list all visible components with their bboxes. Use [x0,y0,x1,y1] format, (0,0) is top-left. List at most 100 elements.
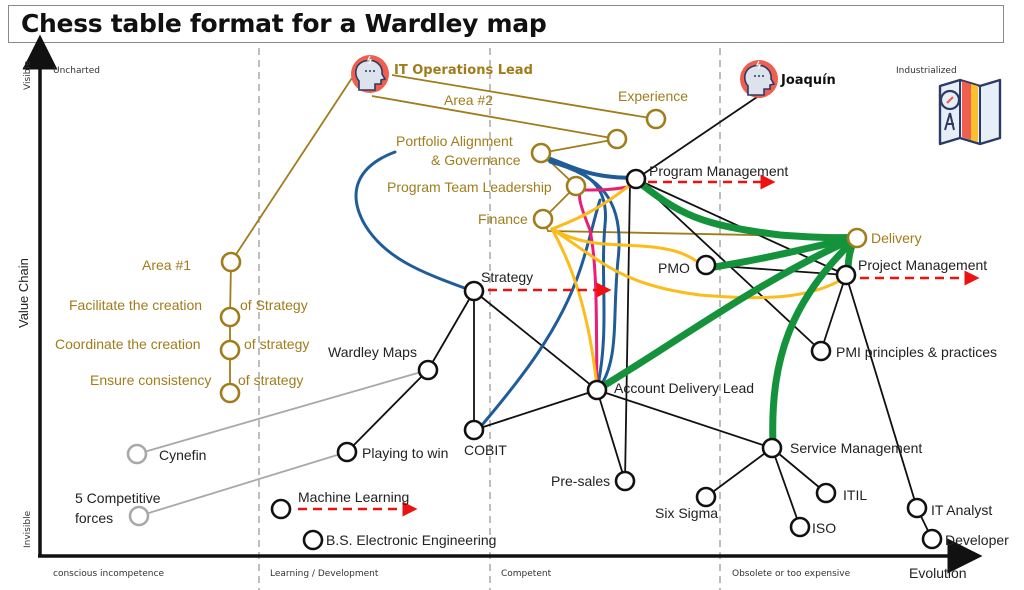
label-itanalyst: IT Analyst [931,502,992,518]
node-portfolio[interactable] [530,142,552,164]
link-joaquin-progmgmt [635,94,761,180]
node-sixsigma[interactable] [695,486,717,508]
persona-it-ops-lead[interactable]: IT Operations Lead [351,55,533,93]
label-coordinate-2: of strategy [244,336,309,352]
link-projmgmt-itanalyst [845,274,918,509]
node-delivery[interactable] [846,227,868,249]
stage-uncharted: Uncharted [53,66,100,76]
flow-yellow-finance-progmgmt [550,178,638,231]
link-area2-portfolio [540,138,618,154]
label-bsee: B.S. Electronic Engineering [326,532,496,548]
link-ptw-fiveforces [138,451,348,517]
node-progmgmt[interactable] [625,168,647,190]
x-axis-label: Evolution [909,565,967,581]
gray-links [136,369,429,517]
node-ptl[interactable] [565,175,587,197]
node-ptw[interactable] [336,441,358,463]
label-itil: ITIL [843,487,867,503]
link-cobit-adl [473,389,598,431]
node-labels: Experience Area #2 Portfolio Alignment &… [55,88,1009,548]
label-projmgmt: Project Management [858,257,987,273]
flow-green-servmgmt [769,233,861,449]
node-area1[interactable] [220,251,242,273]
flow-blue-strategy [354,150,472,292]
node-bsee[interactable] [302,529,324,551]
node-ml[interactable] [270,498,292,520]
link-persona-experience [391,74,657,120]
persona-name: IT Operations Lead [394,63,533,78]
y-bottom-label: Invisible [23,510,33,548]
link-projmgmt-pmi [820,274,847,352]
label-ml: Machine Learning [298,489,409,505]
link-wardley-ptw [346,369,429,453]
node-ensure[interactable] [219,382,241,404]
stage-learning: Learning / Development [270,569,379,579]
node-cynefin[interactable] [126,443,148,465]
stage-dividers [258,48,721,590]
label-sixsigma: Six Sigma [655,505,718,521]
label-adl: Account Delivery Lead [614,380,754,396]
label-ensure: Ensure consistency [90,372,211,388]
map-compass-icon [938,78,1002,146]
node-adl[interactable] [586,379,608,401]
persona-joaquin[interactable]: Joaquín [740,60,836,98]
label-area1: Area #1 [142,257,191,273]
label-ptl: Program Team Leadership [387,179,552,195]
label-coordinate: Coordinate the creation [55,336,201,352]
link-servmgmt-itil [771,447,827,494]
node-developer[interactable] [921,528,943,550]
label-ptw: Playing to win [362,445,448,461]
nodes [126,108,943,551]
node-coordinate[interactable] [219,339,241,361]
y-axis-label: Value Chain [16,258,31,328]
person-head-icon [740,60,778,98]
node-projmgmt[interactable] [835,264,857,286]
stage-obsolete: Obsolete or too expensive [732,569,851,579]
label-progmgmt: Program Management [649,163,788,179]
link-progmgmt-presales [624,182,631,482]
flow-pink [578,184,634,392]
label-ensure-2: of strategy [238,372,303,388]
label-wardley: Wardley Maps [328,344,417,360]
label-area2: Area #2 [444,92,493,108]
node-itanalyst[interactable] [906,497,928,519]
node-strategy[interactable] [463,280,485,302]
label-portfolio-2: & Governance [431,152,521,168]
link-adl-presales [596,389,626,482]
flow-green-adl [596,233,861,392]
node-itil[interactable] [815,482,837,504]
link-persona-area1 [230,77,353,263]
flow-blue-cobit [480,198,602,427]
label-cobit: COBIT [464,442,507,458]
flow-lines [354,150,861,449]
node-pmo[interactable] [695,254,717,276]
node-pmi[interactable] [810,340,832,362]
label-portfolio: Portfolio Alignment [396,133,513,149]
flow-green-progmgmt [632,176,861,242]
node-cobit[interactable] [463,419,485,441]
node-servmgmt[interactable] [761,437,783,459]
label-developer: Developer [945,532,1009,548]
label-pmo: PMO [658,260,690,276]
person-head-icon [351,55,389,93]
label-fiveforces: 5 Competitive [75,490,161,506]
link-strategy-adl [473,290,598,391]
node-presales[interactable] [614,470,636,492]
title-box: Chess table format for a Wardley map [8,5,1004,43]
label-experience: Experience [618,88,688,104]
label-pmi: PMI principles & practices [836,344,997,360]
node-area2[interactable] [606,128,628,150]
node-experience[interactable] [645,108,667,130]
node-fiveforces[interactable] [128,505,150,527]
link-persona-area2 [371,95,618,140]
label-cynefin: Cynefin [159,447,206,463]
node-iso[interactable] [789,516,811,538]
node-finance[interactable] [532,208,554,230]
flow-blue-portfolio-progmgmt [546,156,638,180]
link-strategy-wardley [427,290,475,371]
link-adl-servmgmt [596,389,773,449]
node-facilitate[interactable] [219,306,241,328]
y-top-label: Visible [23,60,33,90]
node-wardley[interactable] [417,359,439,381]
